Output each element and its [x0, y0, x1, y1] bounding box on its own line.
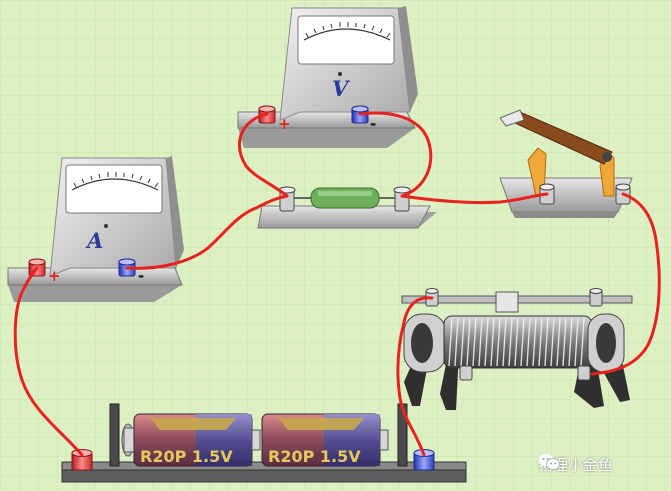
battery-cell-1: R20P 1.5V [133, 413, 261, 467]
wire-resistor-to-voltmeter-plus [238, 112, 289, 198]
sliding-rheostat [401, 288, 633, 410]
ammeter-plus-label: + [48, 267, 61, 285]
wire-resistor-to-switch [400, 192, 549, 205]
switch-clip [527, 147, 547, 197]
wire-rheostat-to-battery [396, 296, 434, 457]
wire-voltmeter-minus-to-resistor [358, 111, 433, 198]
voltmeter-plus-label: + [278, 115, 291, 133]
ammeter-symbol: A [85, 228, 103, 253]
voltmeter-dial [297, 15, 395, 65]
wire-switch-to-rheostat [590, 192, 661, 376]
switch-handle[interactable] [499, 109, 525, 127]
voltmeter-minus-label: - [370, 115, 376, 133]
ammeter-minus-label: - [138, 267, 144, 285]
ammeter-dial [65, 164, 163, 214]
rheostat-bottom-left-post[interactable] [459, 365, 473, 381]
rheostat-bottom-right-post[interactable] [577, 365, 591, 381]
battery-cell-2-label: R20P 1.5V [268, 447, 361, 466]
battery-positive-terminal[interactable] [71, 449, 93, 471]
watermark: 物理小金鱼 [538, 453, 668, 475]
voltmeter-symbol: V [332, 76, 351, 101]
fixed-resistor [257, 186, 437, 229]
rheostat-slider[interactable] [495, 291, 519, 313]
wire-battery-to-ammeter [13, 266, 84, 457]
battery-cell-1-label: R20P 1.5V [140, 447, 233, 466]
chat-bubble-icon [538, 454, 560, 470]
voltmeter: V + - [237, 6, 418, 148]
battery-box: R20P 1.5V R20P 1.5V [61, 403, 467, 483]
wires [13, 111, 661, 457]
wire-ammeter-to-resistor [125, 194, 289, 270]
battery-cell-2: R20P 1.5V [261, 413, 389, 467]
ammeter: A + - [7, 156, 184, 302]
resistor-right-post[interactable] [393, 186, 411, 212]
knife-switch[interactable] [499, 109, 633, 218]
rheostat-top-right-post[interactable] [589, 288, 603, 307]
